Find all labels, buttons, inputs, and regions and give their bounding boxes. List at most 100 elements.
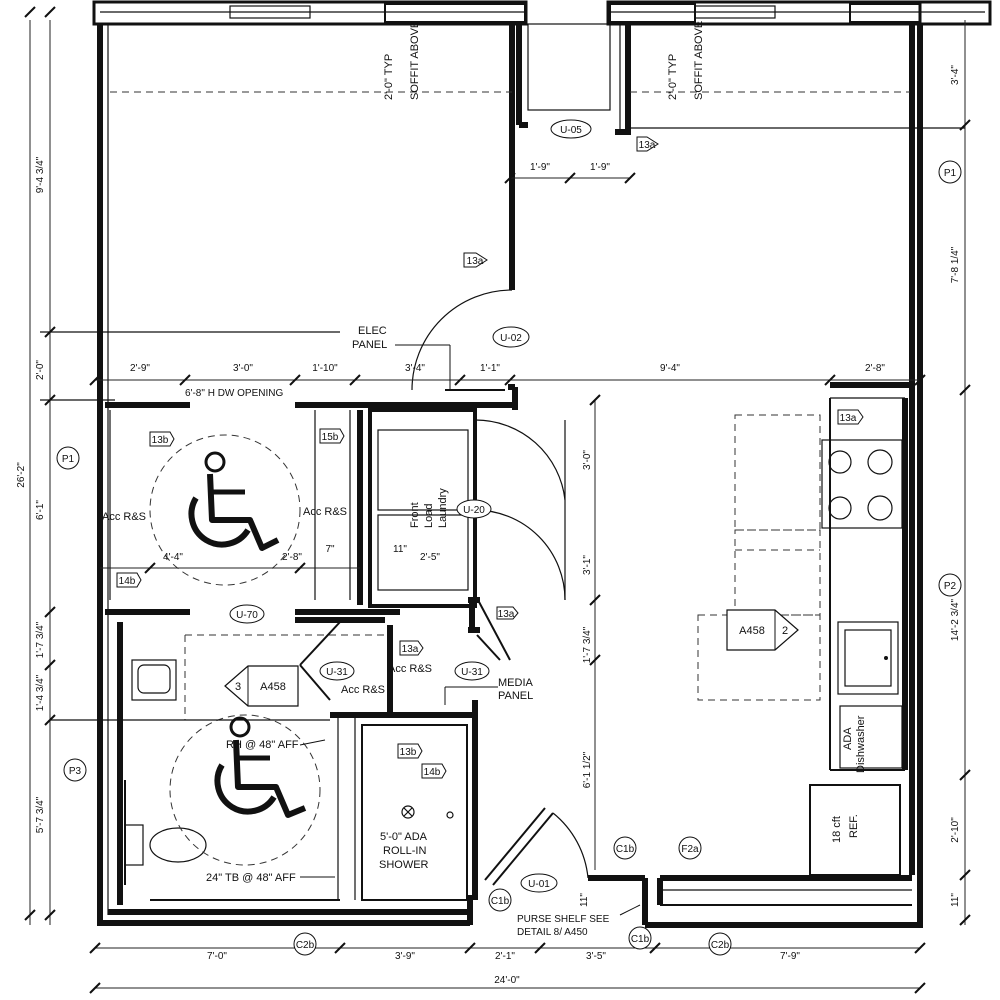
- tb-note: 24" TB @ 48" AFF: [206, 872, 296, 884]
- tag-c1b: C1b: [491, 896, 510, 907]
- section-number: 3: [235, 681, 241, 693]
- dim-label: 2'-8": [282, 552, 302, 563]
- tag-14b: 14b: [119, 576, 136, 587]
- tag-u31: U-31: [461, 667, 483, 678]
- dim-label: 11": [579, 893, 590, 907]
- dim-label: 3'-1": [582, 555, 593, 575]
- tag-p1: P1: [944, 168, 957, 179]
- shower-label: 5'-0" ADA: [380, 831, 428, 843]
- tag-13a: 13a: [639, 140, 656, 151]
- tag-bubbles: [56, 119, 962, 956]
- dim-label: 2'-9": [130, 363, 150, 374]
- laundry-door-swing-top: [474, 419, 566, 501]
- tag-13a: 13a: [840, 413, 857, 424]
- tag-u01: U-01: [528, 879, 550, 890]
- bath-door-swing: [552, 812, 589, 879]
- exterior-walls: [92, 0, 992, 928]
- shower-label: SHOWER: [379, 859, 429, 871]
- soffit-above-label: SOFFIT ABOVE: [693, 21, 705, 100]
- section-sheet-ref: A458: [260, 681, 286, 693]
- interior-walls: [105, 23, 910, 905]
- dim-label: 1'-9": [590, 162, 610, 173]
- tag-u02: U-02: [500, 333, 522, 344]
- dishwasher-label: Dishwasher: [855, 715, 867, 773]
- dimension-labels: 2'-9" 3'-0" 1'-10" 3'-4" 1'-1" 9'-4" 2'-…: [16, 65, 961, 986]
- tag-c2b: C2b: [296, 940, 315, 951]
- soffit-note: 2'-0" TYP: [383, 54, 395, 100]
- tag-13a: 13a: [467, 256, 484, 267]
- leader-lines: [299, 344, 641, 916]
- tag-labels: U-05 U-02 U-20 U-70 U-31 U-31 U-01 13a 1…: [62, 125, 957, 951]
- media-panel-label: PANEL: [498, 690, 533, 702]
- laundry-label: Front: [409, 502, 421, 528]
- dim-label: 2'-1": [495, 951, 515, 962]
- tag-u70: U-70: [236, 610, 258, 621]
- dim-label: 7'-9": [780, 951, 800, 962]
- dim-label: 2'-10": [950, 817, 961, 843]
- dim-label: 2'-8": [865, 363, 885, 374]
- elec-panel-label: PANEL: [352, 339, 387, 351]
- dimension-lines: [24, 6, 971, 994]
- dim-label: 2'-0": [35, 360, 46, 380]
- dim-label: 7'-0": [207, 951, 227, 962]
- tag-13b: 13b: [400, 747, 417, 758]
- dim-label: 3'-5": [586, 951, 606, 962]
- section-mark-a458-3: [224, 665, 299, 707]
- section-sheet-ref: A458: [739, 625, 765, 637]
- dim-label: 6'-1": [35, 500, 46, 520]
- section-mark-a458-2: [726, 609, 799, 651]
- dim-label: 1'-1": [480, 363, 500, 374]
- wheelchair-icon: [188, 451, 280, 551]
- section-number: 2: [782, 625, 788, 637]
- tag-13a: 13a: [498, 609, 515, 620]
- door-opening-label: 6'-8" H DW OPENING: [185, 388, 283, 399]
- tag-14b: 14b: [424, 767, 441, 778]
- kitchen-sink: [837, 621, 899, 695]
- dim-label: 4'-4": [163, 552, 183, 563]
- doors: [299, 289, 589, 886]
- dim-label: 2'-5": [420, 552, 440, 563]
- dim-label: 3'-0": [233, 363, 253, 374]
- tag-p2: P2: [944, 581, 957, 592]
- fixtures: [110, 91, 910, 901]
- dim-label: 6'-1 1/2": [582, 751, 593, 788]
- elec-panel-label: ELEC: [358, 325, 387, 337]
- dim-label: 9'-4": [660, 363, 680, 374]
- dim-label: 14'-2 3/4": [950, 598, 961, 641]
- dim-label: 9'-4 3/4": [35, 156, 46, 193]
- tag-p1: P1: [62, 454, 75, 465]
- range-cooktop: [821, 439, 903, 529]
- refrigerator-label: REF.: [848, 814, 860, 838]
- dishwasher-label: ADA: [842, 727, 854, 750]
- tag-15b: 15b: [322, 432, 339, 443]
- dim-label: 1'-7 3/4": [35, 621, 46, 658]
- tag-f2a: F2a: [681, 844, 699, 855]
- dim-label: 3'-4": [405, 363, 425, 374]
- dim-label: 5'-7 3/4": [35, 796, 46, 833]
- dim-label: 1'-9": [530, 162, 550, 173]
- dim-label: 26'-2": [16, 462, 27, 488]
- entry-door-swing: [411, 289, 513, 391]
- dim-label: 1'-7 3/4": [582, 626, 593, 663]
- labels: 2'-0" TYP SOFFIT ABOVE 2'-0" TYP SOFFIT …: [102, 21, 867, 938]
- tag-p3: P3: [69, 766, 82, 777]
- acc-rs-label: Acc R&S: [102, 511, 146, 523]
- bath-sink: [131, 659, 177, 701]
- dim-label: 3'-4": [950, 65, 961, 85]
- acc-rs-label: Acc R&S: [341, 684, 385, 696]
- dim-label: 1'-4 3/4": [35, 674, 46, 711]
- dim-label: 1'-10": [312, 363, 338, 374]
- tag-u05: U-05: [560, 125, 582, 136]
- dim-label: 7'-8 1/4": [950, 246, 961, 283]
- media-panel-label: MEDIA: [498, 677, 534, 689]
- tag-13b: 13b: [152, 435, 169, 446]
- tag-u31: U-31: [326, 667, 348, 678]
- tag-c2b: C2b: [711, 940, 730, 951]
- soffit-note: 2'-0" TYP: [667, 54, 679, 100]
- wheelchair-icon: [214, 716, 307, 818]
- rh-note: RH @ 48" AFF: [226, 739, 299, 751]
- tag-u20: U-20: [463, 505, 485, 516]
- dim-label: 3'-9": [395, 951, 415, 962]
- purse-shelf-note: DETAIL 8/ A450: [517, 927, 588, 938]
